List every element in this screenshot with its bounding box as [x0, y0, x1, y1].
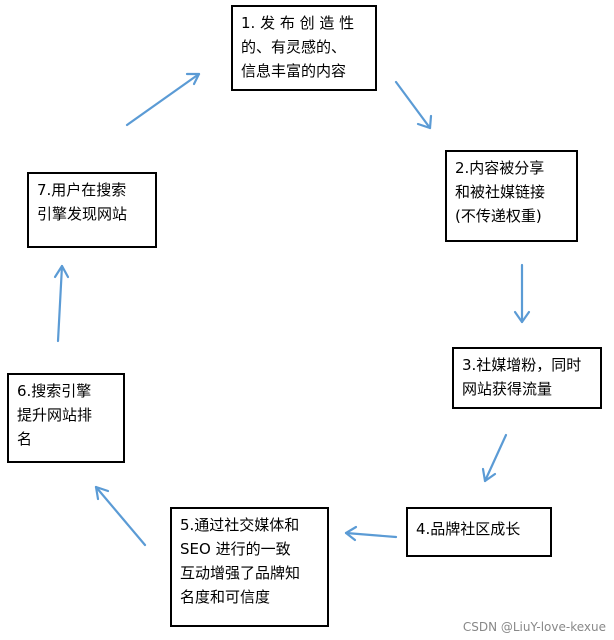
step-1-box: 1. 发 布 创 造 性 的、有灵感的、 信息丰富的内容: [231, 5, 377, 91]
arrow-6-to-7: [53, 264, 70, 343]
arrow-4-to-5: [344, 525, 398, 542]
step-6-line-2: 提升网站排: [17, 406, 93, 424]
step-5-line-2: SEO 进行的一致: [180, 540, 291, 558]
arrow-1-to-2: [394, 80, 433, 130]
step-5-line-3: 互动增强了品牌知: [180, 564, 301, 582]
step-6-box: 6.搜索引擎 提升网站排 名: [7, 373, 125, 463]
arrow-3-to-4: [481, 433, 508, 483]
step-6-line-3: 名: [17, 430, 33, 448]
step-2-box: 2.内容被分享 和被社媒链接 (不传递权重): [445, 150, 578, 242]
step-1-line-2: 的、有灵感的、: [241, 38, 347, 56]
step-5-line-4: 名度和可信度: [180, 588, 271, 606]
watermark: CSDN @LiuY-love-kexue: [462, 620, 606, 634]
step-3-box: 3.社媒增粉，同时 网站获得流量: [452, 347, 602, 409]
arrow-2-to-3: [513, 263, 531, 324]
step-2-line-1: 2.内容被分享: [455, 159, 545, 177]
step-6-line-1: 6.搜索引擎: [17, 382, 92, 400]
step-5-line-1: 5.通过社交媒体和: [180, 516, 300, 534]
step-4-line-1: 4.品牌社区成长: [416, 520, 521, 538]
step-3-line-1: 3.社媒增粉，同时: [462, 356, 582, 374]
step-3-line-2: 网站获得流量: [462, 380, 553, 398]
step-7-line-2: 引擎发现网站: [37, 205, 128, 223]
step-1-line-1: 1. 发 布 创 造 性: [241, 14, 355, 32]
arrow-5-to-6: [94, 485, 147, 547]
step-1-line-3: 信息丰富的内容: [241, 62, 347, 80]
step-2-line-3: (不传递权重): [455, 207, 542, 225]
arrow-7-to-1: [125, 72, 201, 127]
step-5-box: 5.通过社交媒体和 SEO 进行的一致 互动增强了品牌知 名度和可信度: [170, 507, 329, 627]
step-4-box: 4.品牌社区成长: [406, 507, 552, 557]
step-7-line-1: 7.用户在搜索: [37, 181, 127, 199]
step-7-box: 7.用户在搜索 引擎发现网站: [27, 172, 157, 248]
step-2-line-2: 和被社媒链接: [455, 183, 546, 201]
